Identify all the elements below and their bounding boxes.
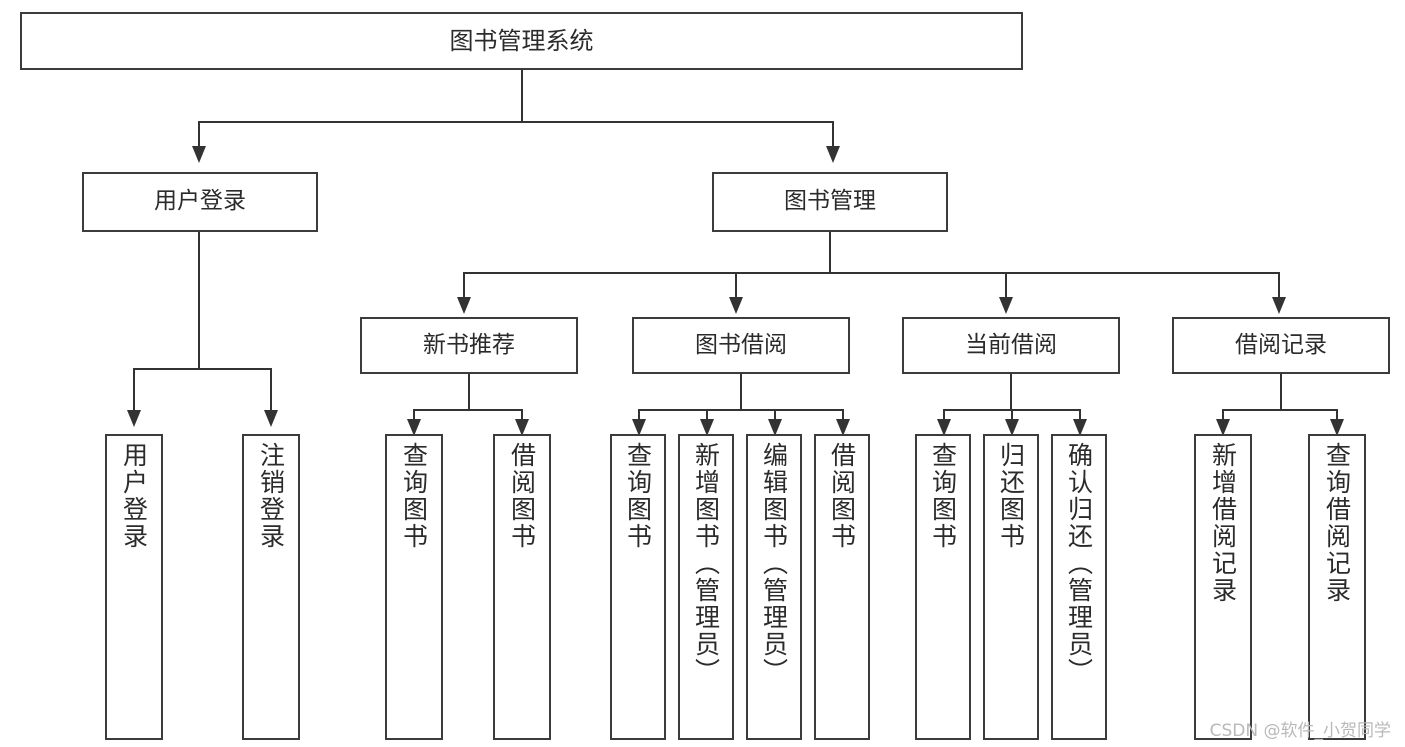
connector-root-to-book-management [832, 121, 834, 149]
leaf-user-login-1[interactable]: 注销登录 [242, 434, 300, 740]
arrowhead-current-borrow-2 [1073, 419, 1087, 436]
node-label: 当前借阅 [965, 331, 1057, 358]
connector-level2-bus [463, 272, 1280, 274]
connector-book-management-stem [829, 232, 831, 273]
connector-root-to-user-login [198, 121, 200, 149]
arrowhead-user-login-leaf-1 [264, 410, 278, 427]
connector-user-login-to-leaf-1 [270, 368, 272, 412]
node-label: 新增图书（管理员） [691, 442, 721, 685]
leaf-borrow-record-1[interactable]: 查询借阅记录 [1308, 434, 1366, 740]
node-label: 图书管理系统 [449, 26, 594, 55]
leaf-new-book-recommend-0[interactable]: 查询图书 [385, 434, 443, 740]
connector-book-borrow-drop-0 [638, 409, 640, 422]
connector-user-login-stem [198, 232, 200, 369]
leaf-book-borrow-1[interactable]: 新增图书（管理员） [678, 434, 734, 740]
arrowhead-root-to-book-management [826, 146, 840, 163]
arrowhead-new-book-0 [407, 419, 421, 436]
arrowhead-level2-3 [1272, 297, 1286, 314]
arrowhead-current-borrow-0 [937, 419, 951, 436]
node-new-book-recommend[interactable]: 新书推荐 [360, 317, 578, 374]
node-label: 注销登录 [256, 442, 286, 550]
leaf-book-borrow-3[interactable]: 借阅图书 [814, 434, 870, 740]
node-label: 用户登录 [119, 442, 149, 550]
arrowhead-current-borrow-1 [1005, 419, 1019, 436]
node-label: 确认归还（管理员） [1064, 442, 1094, 685]
arrowhead-book-borrow-3 [836, 419, 850, 436]
node-label: 查询图书 [399, 442, 429, 550]
leaf-book-borrow-2[interactable]: 编辑图书（管理员） [746, 434, 802, 740]
connector-new-book-drop-0 [413, 409, 415, 422]
arrowhead-borrow-record-0 [1216, 419, 1230, 436]
connector-level2-drop-1 [735, 272, 737, 299]
leaf-current-borrow-0[interactable]: 查询图书 [915, 434, 971, 740]
connector-book-borrow-stem [740, 374, 742, 410]
node-label: 用户登录 [154, 188, 246, 215]
connector-level2-drop-2 [1005, 272, 1007, 299]
node-label: 查询图书 [623, 442, 653, 550]
arrowhead-book-borrow-2 [768, 419, 782, 436]
node-label: 新增借阅记录 [1208, 442, 1238, 604]
node-label: 图书管理 [784, 188, 876, 215]
node-label: 借阅图书 [507, 442, 537, 550]
node-label: 图书借阅 [695, 331, 787, 358]
connector-borrow-record-drop-1 [1336, 409, 1338, 422]
connector-new-book-bus [413, 409, 523, 411]
arrowhead-new-book-1 [515, 419, 529, 436]
leaf-borrow-record-0[interactable]: 新增借阅记录 [1194, 434, 1252, 740]
connector-user-login-bus [133, 368, 271, 370]
connector-user-login-to-leaf-0 [133, 368, 135, 412]
arrowhead-level2-1 [729, 297, 743, 314]
node-label: 借阅图书 [827, 442, 857, 550]
connector-root-bus [198, 121, 834, 123]
csdn-watermark: CSDN @软件_小贺同学 [1209, 721, 1391, 741]
arrowhead-user-login-leaf-0 [127, 410, 141, 427]
node-label: 查询图书 [928, 442, 958, 550]
node-borrow-record[interactable]: 借阅记录 [1172, 317, 1390, 374]
connector-root-stem [521, 70, 523, 122]
node-book-management-system[interactable]: 图书管理系统 [20, 12, 1023, 70]
connector-borrow-record-drop-0 [1222, 409, 1224, 422]
connector-current-borrow-drop-1 [1011, 409, 1013, 422]
node-user-login[interactable]: 用户登录 [82, 172, 318, 232]
node-label: 借阅记录 [1235, 331, 1327, 358]
arrowhead-book-borrow-0 [632, 419, 646, 436]
connector-borrow-record-stem [1280, 374, 1282, 410]
connector-current-borrow-stem [1010, 374, 1012, 410]
connector-book-borrow-drop-2 [774, 409, 776, 422]
connector-book-borrow-drop-1 [706, 409, 708, 422]
connector-borrow-record-bus [1222, 409, 1338, 411]
node-label: 归还图书 [996, 442, 1026, 550]
connector-new-book-stem [468, 374, 470, 410]
arrowhead-root-to-user-login [192, 146, 206, 163]
node-current-borrow[interactable]: 当前借阅 [902, 317, 1120, 374]
node-book-management[interactable]: 图书管理 [712, 172, 948, 232]
connector-level2-drop-3 [1278, 272, 1280, 299]
connector-book-borrow-drop-3 [842, 409, 844, 422]
arrowhead-book-borrow-1 [700, 419, 714, 436]
leaf-current-borrow-2[interactable]: 确认归还（管理员） [1051, 434, 1107, 740]
node-label: 查询借阅记录 [1322, 442, 1352, 604]
arrowhead-borrow-record-1 [1330, 419, 1344, 436]
connector-book-borrow-bus [638, 409, 844, 411]
leaf-new-book-recommend-1[interactable]: 借阅图书 [493, 434, 551, 740]
node-label: 编辑图书（管理员） [759, 442, 789, 685]
connector-new-book-drop-1 [521, 409, 523, 422]
leaf-user-login-0[interactable]: 用户登录 [105, 434, 163, 740]
arrowhead-level2-0 [457, 297, 471, 314]
connector-current-borrow-drop-0 [943, 409, 945, 422]
leaf-current-borrow-1[interactable]: 归还图书 [983, 434, 1039, 740]
connector-level2-drop-0 [463, 272, 465, 299]
leaf-book-borrow-0[interactable]: 查询图书 [610, 434, 666, 740]
node-label: 新书推荐 [423, 331, 515, 358]
connector-current-borrow-drop-2 [1079, 409, 1081, 422]
arrowhead-level2-2 [999, 297, 1013, 314]
node-book-borrow[interactable]: 图书借阅 [632, 317, 850, 374]
